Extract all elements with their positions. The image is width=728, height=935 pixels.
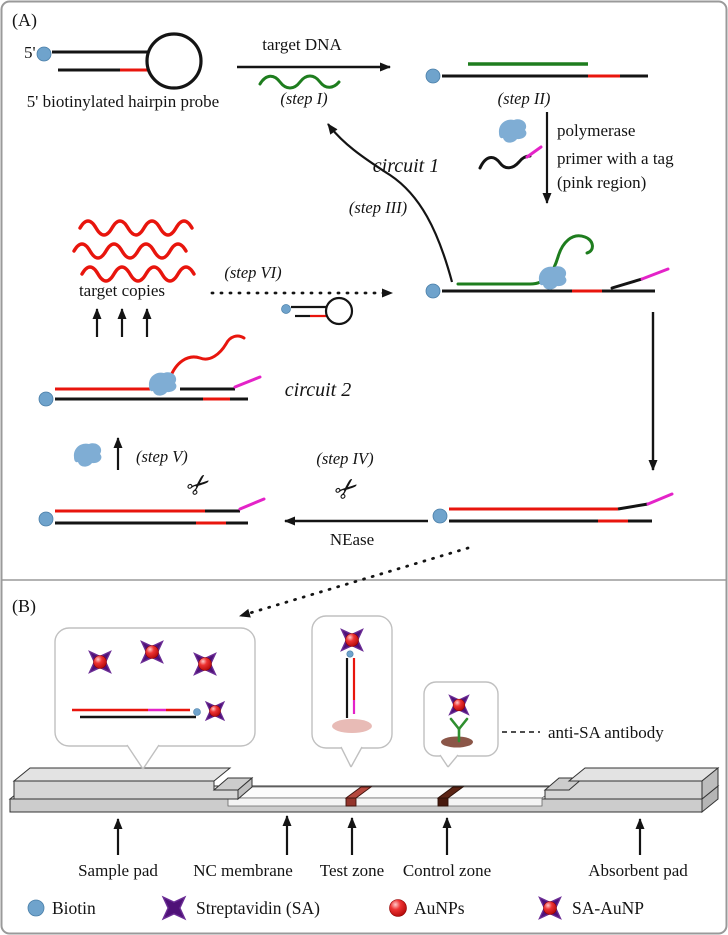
biotin-icon xyxy=(36,46,52,62)
step3-curved-arrow xyxy=(327,123,454,283)
step-i-label: (step I) xyxy=(280,89,327,108)
circuit-1-label: circuit 1 xyxy=(373,155,439,177)
legend: Biotin Streptavidin (SA) AuNPs SA-AuNP xyxy=(27,896,644,920)
transfer-dotted-arrow xyxy=(238,546,470,618)
callout-bubble xyxy=(423,681,499,757)
test-zone-label: Test zone xyxy=(320,861,384,880)
labelled-duplex xyxy=(72,702,224,720)
legend-aunps-label: AuNPs xyxy=(414,898,465,918)
polymerase-primer-annotation: polymerase primer with a tag (pink regio… xyxy=(478,112,674,204)
nc-membrane xyxy=(226,786,560,799)
nicked-duplex-left xyxy=(38,497,266,527)
biotin-icon xyxy=(425,283,441,299)
copy-strand xyxy=(80,265,196,283)
biotin-icon xyxy=(193,708,201,716)
tag-segment xyxy=(238,497,266,511)
aunp-icon xyxy=(389,899,407,917)
step-iii-label: (step III) xyxy=(349,198,407,217)
green-strand xyxy=(456,234,594,286)
streptavidin-icon xyxy=(162,896,186,920)
scissors-icon: ✂ xyxy=(179,465,218,505)
polymerase-icon xyxy=(538,266,567,290)
target-copies-label: target copies xyxy=(79,281,165,300)
absorbent-pad xyxy=(543,766,720,801)
primer-tag xyxy=(525,145,543,159)
strip-annotations: Sample pad NC membrane Test zone Control… xyxy=(78,815,688,880)
control-zone-callout xyxy=(423,681,499,768)
step2-hybrid xyxy=(425,62,648,84)
primer-strand xyxy=(478,154,532,170)
tag-segment xyxy=(640,267,670,281)
nease-label: NEase xyxy=(330,530,374,549)
step-iv-label: (step IV) xyxy=(316,449,373,468)
biotin-icon xyxy=(425,68,441,84)
panel-b-label: (B) xyxy=(12,596,36,617)
polymerase-icon xyxy=(148,372,177,396)
biotin-icon xyxy=(38,511,54,527)
control-line-spot xyxy=(441,736,473,748)
panel-b: (B) xyxy=(8,596,720,920)
circuit2-complex xyxy=(38,334,262,407)
polymerase-icon xyxy=(73,443,102,467)
five-prime-label: 5' xyxy=(24,43,36,62)
biotin-icon xyxy=(346,650,354,658)
target-copies: target copies xyxy=(72,219,196,337)
small-hairpin-probe xyxy=(281,296,354,326)
panel-a: (A) 5' 5' biotinylated hairpin probe tar… xyxy=(12,10,674,618)
panel-a-label: (A) xyxy=(12,10,37,31)
tag-segment xyxy=(646,492,674,506)
step-ii-label: (step II) xyxy=(498,89,551,108)
tagged-duplex-right xyxy=(432,492,674,524)
legend-sa-aunp-label: SA-AuNP xyxy=(572,898,644,918)
svg-text:✂: ✂ xyxy=(327,469,366,509)
sample-pad xyxy=(12,767,254,801)
target-dna-label: target DNA xyxy=(262,35,342,54)
biotin-icon xyxy=(432,508,448,524)
biotin-icon xyxy=(27,899,45,917)
control-zone-label: Control zone xyxy=(403,861,491,880)
nc-membrane-label: NC membrane xyxy=(193,861,293,880)
copy-strand xyxy=(72,242,188,260)
hairpin-loop xyxy=(145,32,203,90)
legend-biotin-label: Biotin xyxy=(52,898,96,918)
lateral-flow-strip xyxy=(8,766,720,814)
test-zone-callout xyxy=(311,615,393,768)
polymerase-icon xyxy=(498,119,527,143)
scissors-icon: ✂ xyxy=(327,469,366,509)
extension-complex xyxy=(425,234,670,299)
sample-pad-label: Sample pad xyxy=(78,861,158,880)
anti-sa-antibody-label: anti-SA antibody xyxy=(548,723,664,742)
step-v-label: (step V) xyxy=(136,447,188,466)
tag-segment xyxy=(233,375,262,389)
absorbent-pad-label: Absorbent pad xyxy=(588,861,688,880)
primer-tag-label-line1: primer with a tag xyxy=(557,149,674,168)
sample-callout xyxy=(54,627,256,770)
sa-aunp-icon xyxy=(539,897,560,918)
target-dna-strand xyxy=(258,74,341,90)
legend-streptavidin-label: Streptavidin (SA) xyxy=(196,898,320,918)
svg-text:✂: ✂ xyxy=(179,465,218,505)
anti-sa-antibody-icon xyxy=(449,717,469,743)
biotin-icon xyxy=(38,391,54,407)
primer-tag-label-line2: (pink region) xyxy=(557,173,646,192)
hairpin-probe-caption: 5' biotinylated hairpin probe xyxy=(27,92,219,111)
hairpin-probe: 5' xyxy=(24,32,203,90)
nascent-copy-strand xyxy=(168,334,246,380)
test-line-spot xyxy=(332,719,372,733)
copy-strand xyxy=(78,219,194,237)
step-vi-label: (step VI) xyxy=(224,263,281,282)
circuit-2-label: circuit 2 xyxy=(285,379,351,401)
polymerase-label: polymerase xyxy=(557,121,635,140)
biotin-icon xyxy=(281,304,291,314)
